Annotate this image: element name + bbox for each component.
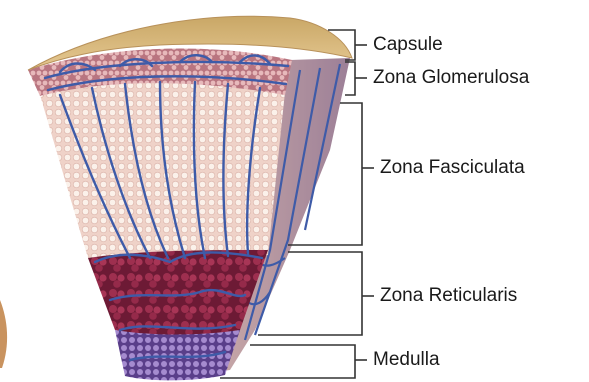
zona-reticularis-region <box>88 250 268 336</box>
background-organ-edge <box>0 300 7 368</box>
label-capsule: Capsule <box>373 34 443 56</box>
medulla-region <box>115 330 240 380</box>
label-zona-glomerulosa: Zona Glomerulosa <box>373 67 529 89</box>
label-zona-fasciculata: Zona Fasciculata <box>380 157 525 179</box>
label-medulla: Medulla <box>373 349 440 371</box>
label-zona-reticularis: Zona Reticularis <box>380 285 517 307</box>
